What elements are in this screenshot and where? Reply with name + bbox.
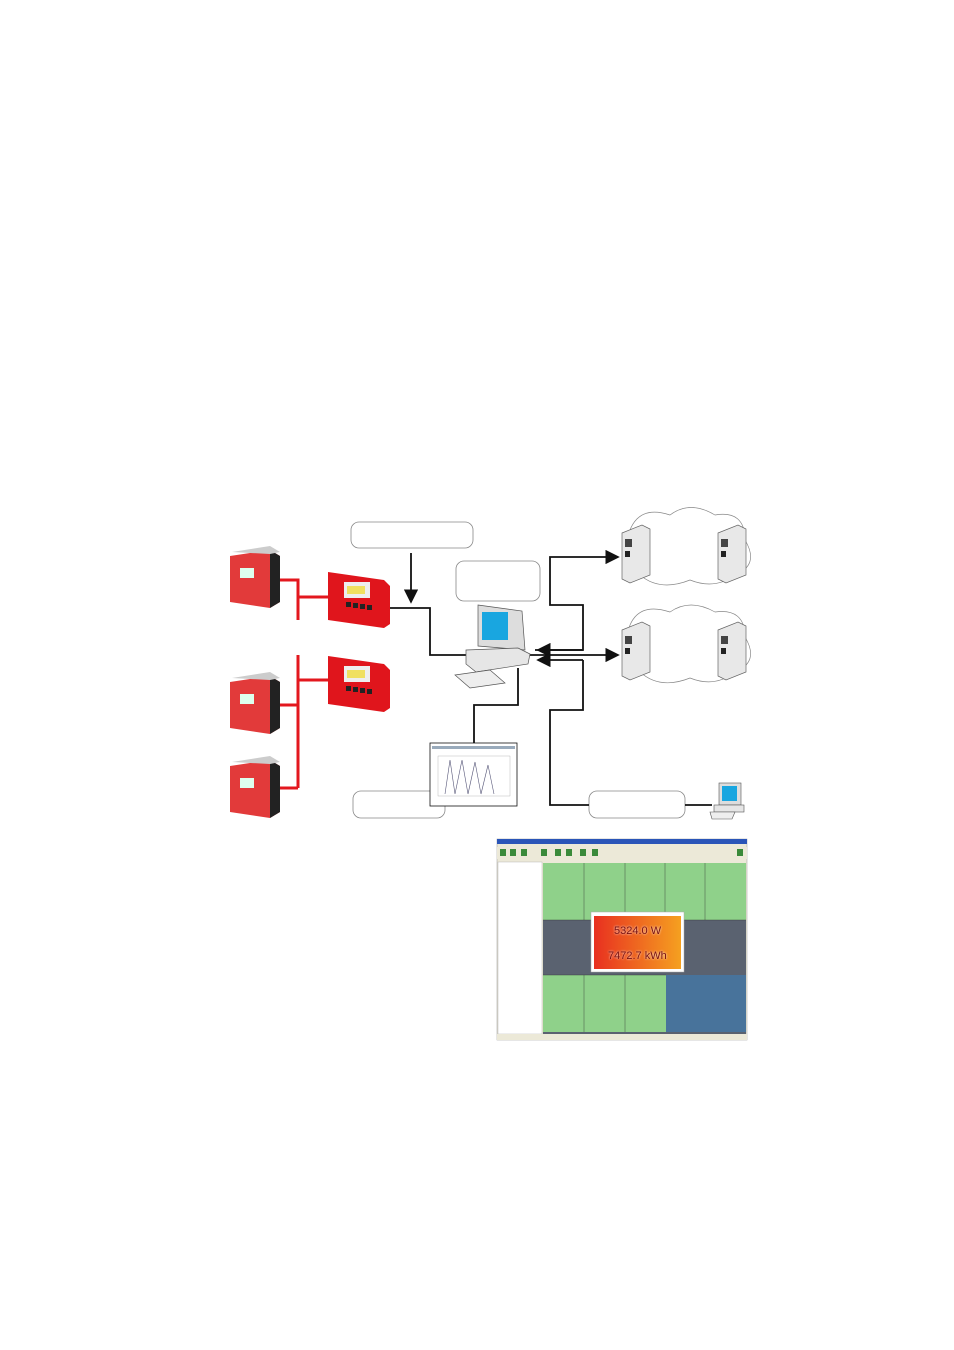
current-power-readout: 5324.0 W xyxy=(614,925,662,937)
remote-pc-icon xyxy=(709,782,745,820)
report-chart-icon xyxy=(429,742,518,807)
pc-icon xyxy=(454,604,531,689)
software-screenshot xyxy=(496,838,748,1041)
datalogger-icon xyxy=(328,572,390,628)
inverter-icon xyxy=(230,546,280,608)
server-cloud xyxy=(621,604,751,684)
datalogger-icon xyxy=(328,656,390,712)
red-cabling xyxy=(278,578,328,790)
inverter-icon xyxy=(230,756,280,818)
data-connections xyxy=(390,549,712,806)
total-energy-readout: 7472.7 kWh xyxy=(608,950,667,962)
inverter-icon xyxy=(230,672,280,734)
internet-cloud xyxy=(621,507,751,586)
